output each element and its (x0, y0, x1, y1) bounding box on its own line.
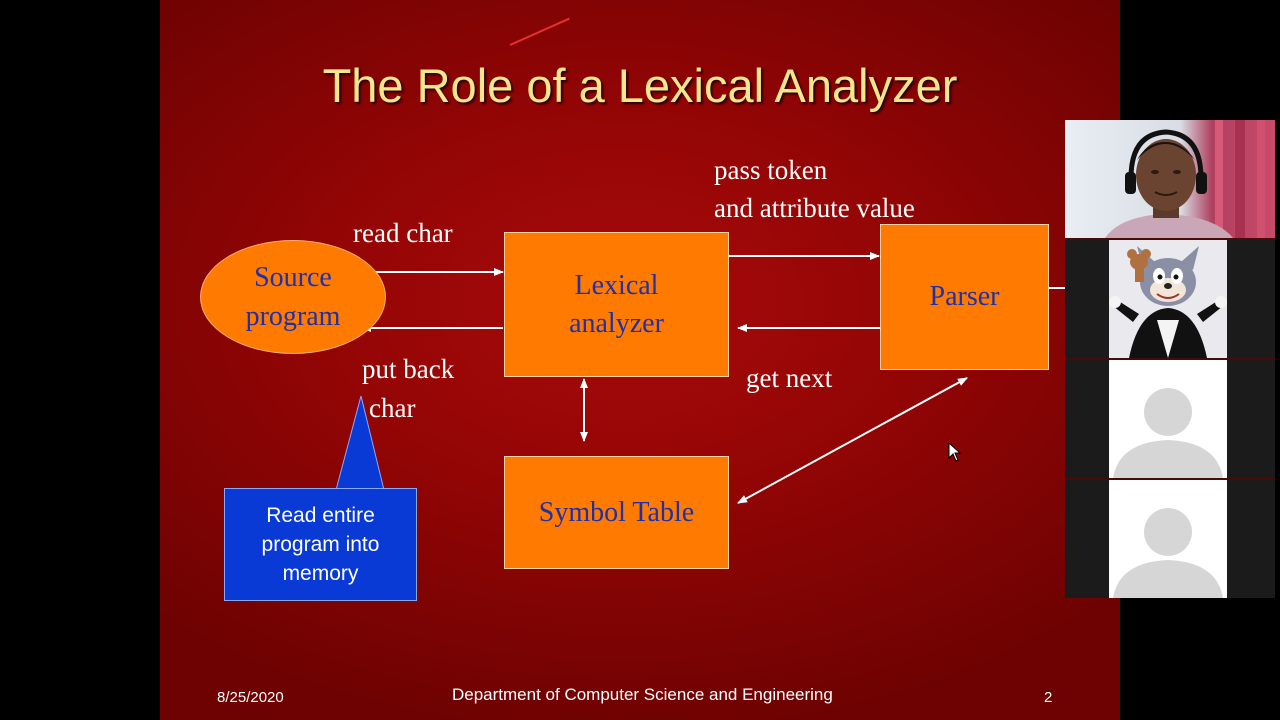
lexical-analyzer-node: Lexical analyzer (504, 232, 729, 377)
source-program-line2: program (245, 301, 341, 332)
arrow-parser-symbol-table (737, 377, 968, 504)
callout-line1: Read entire (266, 504, 375, 527)
participant-tile-cartoon[interactable] (1065, 240, 1275, 358)
tile-separator (1065, 358, 1275, 360)
person-placeholder-icon (1109, 480, 1227, 598)
lexical-analyzer-line2: analyzer (569, 307, 664, 339)
callout-line3: memory (282, 562, 359, 585)
label-read-char: read char (353, 218, 453, 248)
tile-separator (1065, 238, 1275, 240)
footer-department: Department of Computer Science and Engin… (452, 685, 833, 704)
label-get-next: get next (746, 363, 833, 393)
label-pass-token-line2: and attribute value (714, 193, 915, 223)
participant-tile-default-2[interactable] (1065, 480, 1275, 598)
label-put-back-line2: char (369, 393, 416, 423)
footer-date: 8/25/2020 (217, 689, 284, 706)
lexical-analyzer-line1: Lexical (574, 269, 659, 301)
callout-read-entire-program: Read entire program into memory (224, 488, 417, 601)
participant-avatar-default-2 (1109, 480, 1227, 598)
source-program-node: Source program (200, 240, 386, 354)
slide-title: The Role of a Lexical Analyzer (322, 59, 958, 112)
participant-video-panel (1065, 120, 1275, 598)
parser-node: Parser (880, 224, 1049, 370)
participant-avatar-cartoon (1109, 240, 1227, 358)
label-put-back-line1: put back (362, 354, 455, 384)
participant-tile-presenter[interactable] (1065, 120, 1275, 238)
participant-tile-default-1[interactable] (1065, 360, 1275, 478)
person-placeholder-icon (1109, 360, 1227, 478)
callout-line2: program into (261, 533, 380, 556)
footer-page-number: 2 (1044, 689, 1053, 706)
symbol-table-node: Symbol Table (504, 456, 729, 569)
presentation-slide: The Role of a Lexical Analyzer Sourc (160, 0, 1120, 720)
source-program-line1: Source (254, 262, 332, 293)
presenter-camera-feed (1065, 120, 1275, 238)
label-pass-token-line1: pass token (714, 155, 828, 185)
participant-avatar-default-1 (1109, 360, 1227, 478)
cartoon-avatar-icon (1109, 240, 1227, 358)
tile-separator (1065, 478, 1275, 480)
mouse-pointer-icon (948, 442, 962, 462)
